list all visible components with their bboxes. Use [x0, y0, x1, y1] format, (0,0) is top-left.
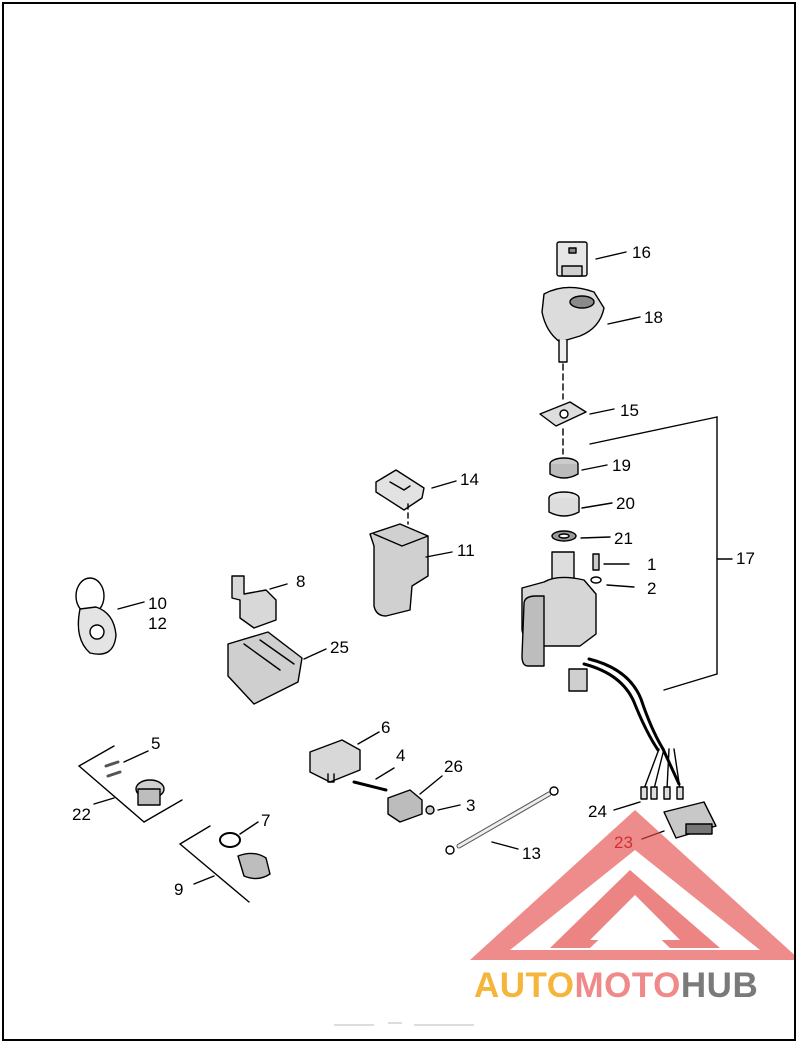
part-switch-body	[521, 551, 684, 800]
callout-5: 5	[151, 734, 161, 753]
callout-18: 18	[644, 308, 663, 327]
callout-22: 22	[72, 805, 91, 824]
callout-11: 11	[457, 541, 475, 560]
callout-2: 2	[647, 579, 657, 598]
callout-9: 9	[174, 880, 184, 899]
callout-7: 7	[261, 811, 271, 830]
watermark-text: AUTOMOTOHUB	[474, 966, 758, 1006]
callout-1: 1	[647, 555, 657, 574]
callout-10: 10	[148, 594, 167, 613]
callout-19: 19	[612, 456, 631, 475]
part-ring-20	[548, 491, 613, 517]
part-sensor-22	[78, 745, 183, 823]
callout-3: 3	[466, 796, 476, 815]
part-sensor-9	[179, 821, 271, 903]
part-cover-14	[375, 469, 457, 525]
part-pin-4	[352, 767, 395, 792]
part-housing-6	[309, 731, 380, 783]
callout-20: 20	[616, 494, 635, 513]
watermark-auto: AUTO	[474, 966, 575, 1005]
callout-26: 26	[444, 757, 463, 776]
part-tag-10	[75, 577, 145, 655]
part-block-26	[387, 775, 443, 823]
callout-4: 4	[396, 746, 406, 765]
part-switch-head	[541, 286, 641, 400]
callout-25: 25	[330, 638, 349, 657]
faint-marks	[334, 1022, 474, 1026]
callout-8: 8	[296, 572, 306, 591]
automotohub-logo	[470, 810, 794, 960]
watermark-hub: HUB	[680, 966, 759, 1005]
callout-14: 14	[460, 470, 479, 489]
callout-12: 12	[148, 614, 167, 633]
part-nut-3	[425, 804, 461, 815]
bracket-17	[589, 416, 733, 691]
exploded-parts-diagram	[75, 241, 733, 1026]
callout-13: 13	[522, 844, 541, 863]
callout-21: 21	[614, 529, 633, 548]
part-bracket-25	[227, 631, 327, 705]
callout-15: 15	[620, 401, 639, 420]
part-relay-8	[231, 575, 288, 629]
part-washer-2	[590, 576, 635, 588]
part-key	[556, 241, 627, 277]
callout-17: 17	[736, 549, 755, 568]
part-cable-13	[445, 786, 559, 855]
leader-24	[613, 801, 641, 811]
part-plate	[539, 401, 615, 455]
callout-16: 16	[632, 243, 651, 262]
part-washer-21	[551, 530, 611, 542]
part-screw-1	[592, 553, 630, 571]
watermark-moto: MOTO	[574, 966, 681, 1005]
callout-6: 6	[381, 718, 391, 737]
callout-24: 24	[588, 802, 607, 821]
part-module-11	[369, 523, 453, 617]
part-ring-19	[549, 457, 608, 479]
